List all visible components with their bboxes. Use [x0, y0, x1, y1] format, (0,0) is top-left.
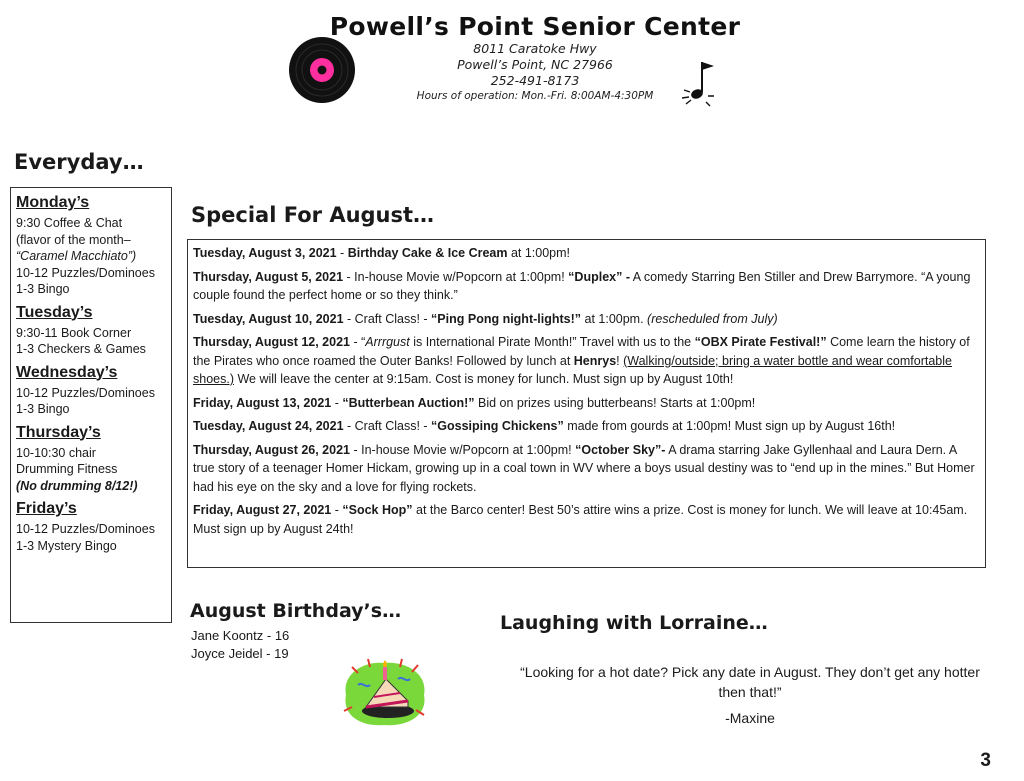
special-events-box: Tuesday, August 3, 2021 - Birthday Cake …: [187, 239, 986, 568]
quote-text: “Looking for a hot date? Pick any date i…: [520, 664, 980, 700]
day-line: 1-3 Bingo: [16, 282, 70, 296]
event-title: “Duplex” -: [568, 269, 630, 284]
day-line: Drumming Fitness: [16, 462, 118, 476]
day-line: 1-3 Bingo: [16, 402, 70, 416]
event-date: Friday, August 13, 2021: [193, 395, 332, 410]
day-line: 1-3 Mystery Bingo: [16, 538, 117, 553]
event-text: A drama starring Jake Gyllenhaal and Lau…: [193, 442, 975, 494]
day-line: 10-12 Puzzles/Dominoes: [16, 385, 155, 400]
music-note-icon: [681, 62, 714, 107]
day-line: 1-3 Checkers & Games: [16, 342, 146, 356]
header: Powell’s Point Senior Center 8011 Carato…: [300, 12, 770, 104]
event-item: Friday, August 13, 2021 - “Butterbean Au…: [193, 394, 980, 413]
event-date: Friday, August 27, 2021: [193, 503, 332, 517]
day-line: 9:30 Coffee & Chat: [16, 216, 123, 230]
day-tuesday: Tuesday’s 9:30-11 Book Corner 1-3 Checke…: [16, 304, 166, 358]
hours: Hours of operation: Mon.-Fri. 8:00AM-4:3…: [416, 90, 654, 102]
event-italic-word: Arrrgust: [365, 335, 410, 349]
everyday-schedule-box: Monday’s 9:30 Coffee & Chat (flavor of t…: [10, 187, 172, 623]
day-line: 10-12 Puzzles/Dominoes: [16, 522, 155, 536]
event-title: “Butterbean Auction!”: [342, 395, 475, 410]
day-thursday: Thursday’s 10-10:30 chair Drumming Fitne…: [16, 424, 166, 495]
event-date: Thursday, August 12, 2021: [193, 335, 350, 349]
address-line2: Powell’s Point, NC 27966: [457, 57, 613, 72]
event-date: Thursday, August 26, 2021: [193, 442, 350, 457]
birthday-item: Jane Koontz - 16: [191, 628, 290, 643]
everyday-title: Everyday…: [14, 150, 144, 174]
event-text: A comedy Starring Ben Stiller and Drew B…: [193, 269, 971, 303]
event-item: Thursday, August 5, 2021 - In-house Movi…: [193, 268, 980, 305]
event-venue: Henrys: [573, 353, 617, 368]
event-text: Bid on prizes using butterbeans! Starts …: [474, 395, 756, 410]
day-heading: Wednesday’s: [16, 363, 118, 381]
phone: 252-491-8173: [490, 73, 580, 88]
event-item: Tuesday, August 3, 2021 - Birthday Cake …: [193, 244, 980, 263]
event-mid: is International Pirate Month!” Travel w…: [409, 335, 695, 349]
event-pre: - In-house Movie w/Popcorn at 1:00pm!: [350, 442, 576, 457]
event-date: Tuesday, August 10, 2021: [193, 311, 344, 326]
center-name: Powell’s Point Senior Center: [329, 12, 741, 41]
day-line: (No drumming 8/12!): [16, 478, 138, 493]
event-underline-note: (Walking/outside; bring a water bottle a…: [193, 353, 952, 387]
event-title: “Gossiping Chickens”: [431, 419, 564, 433]
day-heading: Monday’s: [16, 194, 90, 211]
event-pre: - “: [350, 335, 366, 349]
day-heading: Friday’s: [16, 500, 77, 517]
day-line: 10-12 Puzzles/Dominoes: [16, 265, 155, 280]
event-item: Thursday, August 26, 2021 - In-house Mov…: [193, 441, 980, 497]
day-line: “Caramel Macchiato”): [16, 249, 137, 263]
day-line: 9:30-11 Book Corner: [16, 325, 132, 340]
event-pre: - Craft Class! -: [343, 419, 432, 433]
event-note: (rescheduled from July): [647, 311, 778, 326]
event-sep: -: [331, 503, 343, 517]
day-heading: Tuesday’s: [16, 303, 93, 321]
event-text: at 1:00pm.: [581, 311, 648, 326]
page-number: 3: [980, 750, 991, 771]
event-item: Thursday, August 12, 2021 - “Arrrgust is…: [193, 333, 980, 389]
event-title: “Sock Hop”: [342, 503, 413, 517]
event-pre: - In-house Movie w/Popcorn at 1:00pm!: [343, 269, 569, 284]
birthday-item: Joyce Jeidel - 19: [191, 646, 289, 661]
event-date: Tuesday, August 3, 2021: [193, 246, 337, 260]
birthdays-title: August Birthday’s…: [190, 600, 402, 622]
day-monday: Monday’s 9:30 Coffee & Chat (flavor of t…: [16, 194, 166, 298]
birthday-cake-icon: [343, 658, 425, 726]
special-title: Special For August…: [191, 203, 435, 227]
event-sep: -: [331, 395, 343, 410]
day-heading: Thursday’s: [16, 423, 101, 441]
event-item: Tuesday, August 10, 2021 - Craft Class! …: [193, 310, 980, 329]
day-line: 10-10:30 chair: [16, 445, 96, 460]
event-text3: We will leave the center at 9:15am. Cost…: [234, 372, 734, 386]
birthdays-list: Jane Koontz - 16 Joyce Jeidel - 19: [191, 627, 289, 663]
address-line1: 8011 Caratoke Hwy: [473, 41, 597, 56]
event-text: made from gourds at 1:00pm! Must sign up…: [563, 419, 896, 433]
quote-author: -Maxine: [725, 710, 775, 726]
event-item: Tuesday, August 24, 2021 - Craft Class! …: [193, 417, 980, 436]
event-pre: - Craft Class! -: [343, 311, 432, 326]
event-date: Thursday, August 5, 2021: [193, 269, 344, 284]
event-date: Tuesday, August 24, 2021: [193, 419, 344, 433]
event-sep: -: [336, 246, 348, 260]
event-text: at 1:00pm!: [507, 246, 571, 260]
event-text: Come learn the history of the Pirates wh…: [193, 335, 970, 368]
day-line: (flavor of the month–: [16, 232, 131, 247]
event-title: “OBX Pirate Festival!”: [694, 335, 827, 349]
event-title: “October Sky”-: [575, 442, 666, 457]
event-item: Friday, August 27, 2021 - “Sock Hop” at …: [193, 501, 980, 538]
event-title: “Ping Pong night-lights!”: [431, 311, 582, 326]
event-title: Birthday Cake & Ice Cream: [347, 246, 508, 260]
day-friday: Friday’s 10-12 Puzzles/Dominoes 1-3 Myst…: [16, 500, 166, 554]
event-text2: !: [616, 353, 624, 368]
laughing-title: Laughing with Lorraine…: [500, 612, 768, 634]
event-text: at the Barco center! Best 50’s attire wi…: [193, 503, 968, 536]
day-wednesday: Wednesday’s 10-12 Puzzles/Dominoes 1-3 B…: [16, 364, 166, 418]
vinyl-record-icon: [289, 37, 355, 103]
